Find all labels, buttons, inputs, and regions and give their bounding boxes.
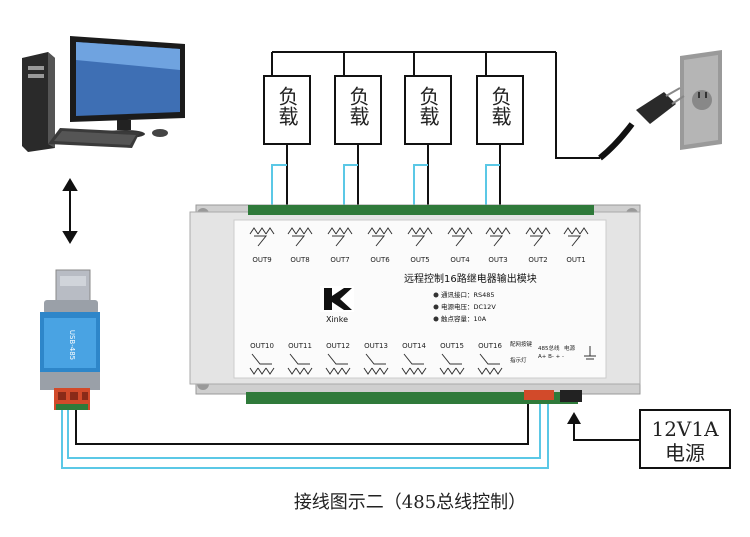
computer-icon bbox=[22, 36, 185, 152]
out4-label: OUT4 bbox=[450, 256, 470, 264]
spec-comm: 通讯接口：RS485 bbox=[441, 290, 495, 299]
spec-contact: 触点容量：10A bbox=[441, 314, 487, 323]
indicator-label: 指示灯 bbox=[510, 356, 527, 364]
wall-socket-icon bbox=[636, 50, 722, 150]
power-supply-box: 12V1A 电源 bbox=[639, 409, 731, 469]
load-3-label: 负载 bbox=[416, 86, 440, 126]
load-1-label: 负载 bbox=[275, 86, 299, 126]
out16-label: OUT16 bbox=[478, 342, 502, 350]
top-relay-symbols bbox=[249, 227, 589, 247]
config-button-label: 配网按键 bbox=[510, 340, 533, 348]
out3-label: OUT3 bbox=[488, 256, 507, 264]
out13-label: OUT13 bbox=[364, 342, 388, 350]
rs485-b-wire bbox=[67, 396, 541, 459]
load-4: 负载 bbox=[476, 75, 524, 145]
load-2: 负载 bbox=[334, 75, 382, 145]
load-3: 负载 bbox=[404, 75, 452, 145]
load-4-label: 负载 bbox=[488, 86, 512, 126]
out1-label: OUT1 bbox=[566, 256, 585, 264]
brand-name: Xinke bbox=[326, 315, 348, 324]
spec-voltage: 电源电压：DC12V bbox=[441, 302, 496, 311]
converter-label: USB-485 bbox=[68, 330, 76, 360]
top-output-labels: OUT9 OUT8 OUT7 OUT6 OUT5 OUT4 OUT3 OUT2 … bbox=[252, 256, 585, 264]
module-title: 远程控制16路继电器输出模块 bbox=[404, 272, 537, 285]
out15-label: OUT15 bbox=[440, 342, 464, 350]
power-label: 电源 bbox=[564, 344, 576, 352]
bidirectional-arrow-icon bbox=[62, 178, 78, 244]
usb-485-converter: USB-485 bbox=[40, 269, 100, 410]
out11-label: OUT11 bbox=[288, 342, 312, 350]
bottom-output-labels: OUT10 OUT11 OUT12 OUT13 OUT14 OUT15 OUT1… bbox=[250, 342, 502, 350]
bottom-relay-symbols bbox=[249, 353, 503, 375]
out10-label: OUT10 bbox=[250, 342, 274, 350]
out6-label: OUT6 bbox=[370, 256, 390, 264]
mains-wire bbox=[555, 52, 600, 159]
diagram-caption: 接线图示二（485总线控制） bbox=[294, 492, 526, 513]
xinke-logo bbox=[320, 286, 354, 312]
out2-label: OUT2 bbox=[528, 256, 547, 264]
power-supply-name: 电源 bbox=[665, 441, 705, 465]
out8-label: OUT8 bbox=[290, 256, 309, 264]
bottom-right-labels: 配网按键 指示灯 485总线 电源 A+ B- + - bbox=[510, 340, 576, 364]
rs485-black-wire bbox=[75, 396, 529, 445]
load-2-label: 负载 bbox=[346, 86, 370, 126]
relay-module bbox=[189, 204, 641, 404]
ground-icon bbox=[584, 346, 596, 360]
out9-label: OUT9 bbox=[252, 256, 271, 264]
out14-label: OUT14 bbox=[402, 342, 426, 350]
bus-label: 485总线 bbox=[538, 344, 560, 352]
out7-label: OUT7 bbox=[330, 256, 349, 264]
out12-label: OUT12 bbox=[326, 342, 350, 350]
spec-list: 通讯接口：RS485 电源电压：DC12V 触点容量：10A bbox=[433, 290, 496, 323]
terminal-label: A+ B- + - bbox=[538, 354, 564, 360]
rs485-a-wire bbox=[61, 396, 549, 469]
out5-label: OUT5 bbox=[410, 256, 429, 264]
load-1: 负载 bbox=[263, 75, 311, 145]
power-supply-rating: 12V1A bbox=[651, 417, 719, 441]
